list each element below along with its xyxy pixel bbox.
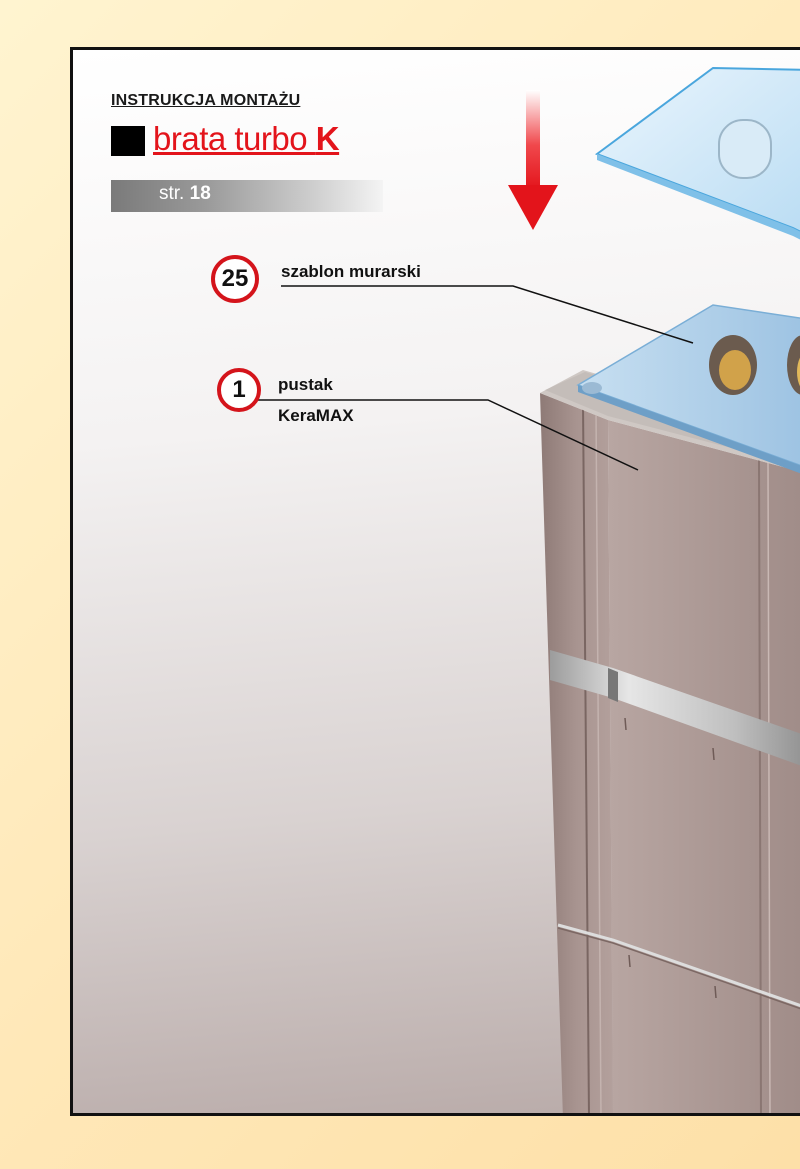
chimney-illustration [258, 66, 800, 1113]
upper-template-shape [594, 66, 800, 240]
page-indicator: str. 18 [111, 180, 383, 212]
instruction-panel: INSTRUKCJA MONTAŻU brata turbo K str. 18… [70, 47, 800, 1116]
down-arrow-icon [508, 90, 558, 230]
masonry-template-shape [576, 304, 800, 474]
hollow-block-shape [540, 370, 800, 1113]
callout-label-block: pustak [278, 375, 333, 394]
callout-label-block-type: KeraMAX [278, 406, 354, 425]
callout-number-25: 25 [211, 255, 259, 303]
brand-k: K [315, 120, 340, 157]
callout-label-template: szablon murarski [281, 262, 421, 281]
page-number: 18 [189, 183, 211, 204]
brand-logo: brata turbo K [153, 120, 340, 158]
page-title: INSTRUKCJA MONTAŻU [111, 92, 301, 109]
logo-mark [111, 126, 145, 156]
page-label: str. 18 [159, 183, 211, 205]
callout-number-1: 1 [217, 368, 261, 412]
leader-line-1 [258, 399, 639, 471]
leader-line-25 [281, 285, 694, 344]
brand-name: brata turbo [153, 120, 316, 157]
page-prefix: str. [159, 183, 190, 204]
